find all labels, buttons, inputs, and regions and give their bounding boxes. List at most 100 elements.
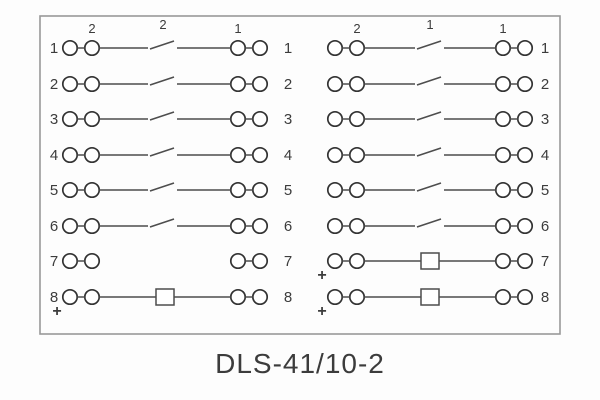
terminal-circle xyxy=(61,252,79,270)
terminal-circle xyxy=(326,181,344,199)
terminal-circle xyxy=(516,110,534,128)
terminal-circle xyxy=(61,39,79,57)
row-label-left: 7 xyxy=(50,253,58,270)
terminal-circle xyxy=(251,39,269,57)
terminal-circle xyxy=(251,110,269,128)
relay-outline xyxy=(39,15,561,335)
contact-switch xyxy=(149,111,175,121)
row-label-left: 2 xyxy=(50,76,58,93)
plus-mark: + xyxy=(317,303,326,320)
terminal-circle xyxy=(348,110,366,128)
row-label-left: 4 xyxy=(50,147,58,164)
terminal-circle xyxy=(516,181,534,199)
terminal-circle xyxy=(251,252,269,270)
terminal-circle xyxy=(326,110,344,128)
terminal-circle xyxy=(516,217,534,235)
terminal-circle xyxy=(229,39,247,57)
terminal-circle xyxy=(229,181,247,199)
row-label-right: 7 xyxy=(541,253,549,270)
terminal-circle xyxy=(61,217,79,235)
contact-switch xyxy=(416,182,442,192)
plus-mark: + xyxy=(317,267,326,284)
terminal-circle xyxy=(229,75,247,93)
row-label-right: 3 xyxy=(541,111,549,128)
row-label-right: 6 xyxy=(541,218,549,235)
row-label-right: 1 xyxy=(541,40,549,57)
terminal-circle xyxy=(494,217,512,235)
contact-switch xyxy=(416,76,442,86)
contact-switch xyxy=(149,182,175,192)
contact-switch xyxy=(149,218,175,228)
terminal-circle xyxy=(83,110,101,128)
terminal-circle xyxy=(494,39,512,57)
terminal-circle xyxy=(494,146,512,164)
terminal-circle xyxy=(516,146,534,164)
terminal-circle xyxy=(494,252,512,270)
plus-mark: + xyxy=(52,303,61,320)
model-caption: DLS-41/10-2 xyxy=(215,348,385,379)
contact-switch xyxy=(149,147,175,157)
terminal-circle xyxy=(251,181,269,199)
terminal-annotation: 2 xyxy=(353,21,360,36)
contact-switch xyxy=(416,111,442,121)
terminal-annotation: 2 xyxy=(159,17,166,32)
terminal-circle xyxy=(83,39,101,57)
terminal-circle xyxy=(326,252,344,270)
terminal-circle xyxy=(251,146,269,164)
terminal-circle xyxy=(83,75,101,93)
row-label-left: 1 xyxy=(50,40,58,57)
terminal-circle xyxy=(229,288,247,306)
terminal-circle xyxy=(326,39,344,57)
terminal-annotation: 2 xyxy=(88,21,95,36)
element-box xyxy=(420,252,440,270)
terminal-circle xyxy=(61,75,79,93)
terminal-circle xyxy=(83,181,101,199)
terminal-circle xyxy=(83,288,101,306)
terminal-circle xyxy=(229,252,247,270)
terminal-circle xyxy=(516,288,534,306)
contact-switch xyxy=(416,40,442,50)
terminal-circle xyxy=(516,39,534,57)
terminal-circle xyxy=(494,181,512,199)
terminal-circle xyxy=(326,217,344,235)
terminal-circle xyxy=(348,146,366,164)
terminal-circle xyxy=(348,75,366,93)
row-label-right: 6 xyxy=(284,218,292,235)
terminal-circle xyxy=(83,252,101,270)
contact-switch xyxy=(416,218,442,228)
terminal-circle xyxy=(326,146,344,164)
element-box xyxy=(155,288,175,306)
row-label-left: 6 xyxy=(50,218,58,235)
terminal-circle xyxy=(348,252,366,270)
terminal-circle xyxy=(61,288,79,306)
terminal-circle xyxy=(61,110,79,128)
terminal-circle xyxy=(494,75,512,93)
terminal-circle xyxy=(61,181,79,199)
terminal-circle xyxy=(229,217,247,235)
row-label-right: 5 xyxy=(541,182,549,199)
terminal-circle xyxy=(348,217,366,235)
terminal-circle xyxy=(516,75,534,93)
terminal-circle xyxy=(229,110,247,128)
row-label-right: 3 xyxy=(284,111,292,128)
element-box xyxy=(420,288,440,306)
row-label-left: 3 xyxy=(50,111,58,128)
terminal-annotation: 1 xyxy=(499,21,506,36)
terminal-circle xyxy=(229,146,247,164)
terminal-circle xyxy=(348,288,366,306)
row-label-left: 8 xyxy=(50,289,58,306)
contact-switch xyxy=(416,147,442,157)
row-label-right: 4 xyxy=(284,147,292,164)
terminal-circle xyxy=(348,181,366,199)
row-label-right: 4 xyxy=(541,147,549,164)
terminal-circle xyxy=(251,288,269,306)
terminal-annotation: 1 xyxy=(426,17,433,32)
terminal-circle xyxy=(348,39,366,57)
terminal-circle xyxy=(326,75,344,93)
terminal-circle xyxy=(494,288,512,306)
row-label-right: 2 xyxy=(284,76,292,93)
row-label-right: 5 xyxy=(284,182,292,199)
terminal-circle xyxy=(83,217,101,235)
